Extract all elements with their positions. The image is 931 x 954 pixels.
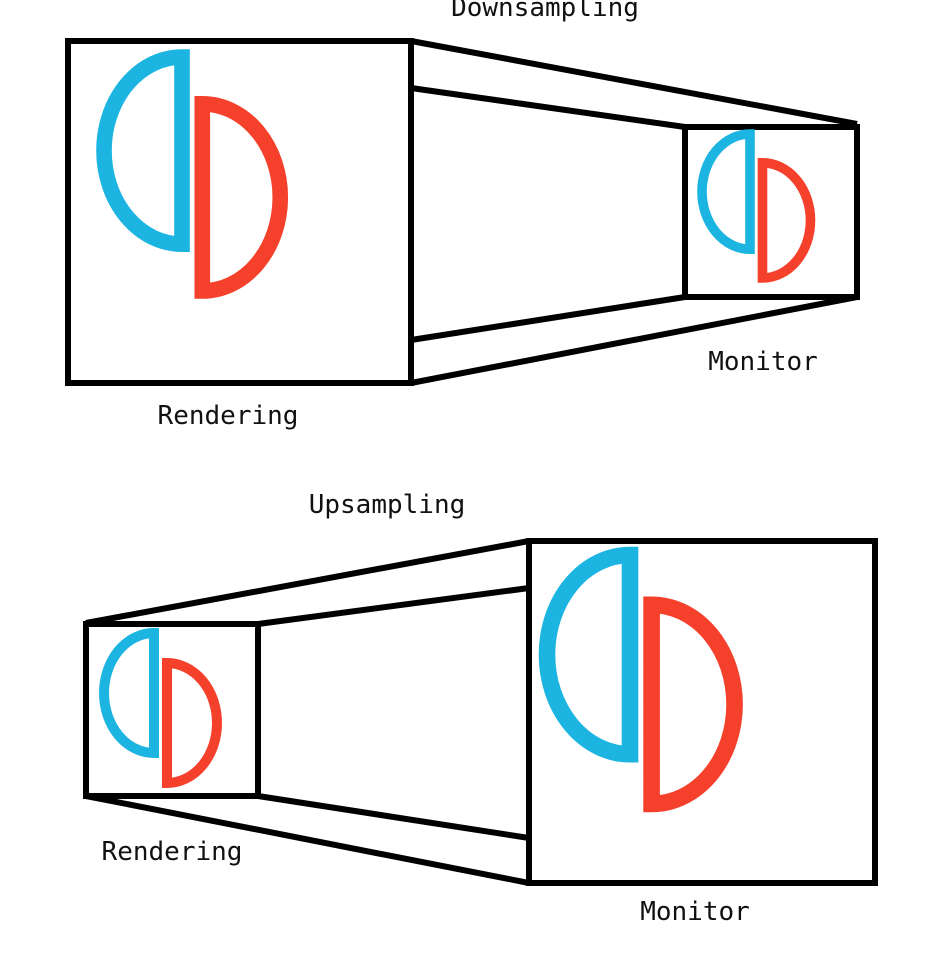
upsampling-monitor-label: Monitor [640,897,750,927]
downsampling-connector-lines [410,38,858,386]
upsampling-title: Upsampling [309,490,466,520]
monitor-box-large [526,538,878,886]
upsampling-panel: Upsampling Rendering Monitor [83,490,878,927]
upsampling-connector-lines [85,538,530,886]
downsampling-monitor-label: Monitor [708,347,818,377]
downsampling-panel: Downsampling Monitor Rendering [65,0,860,431]
upsampling-rendering-label: Rendering [102,837,243,867]
downsampling-rendering-label: Rendering [158,401,299,431]
downsampling-title: Downsampling [451,0,639,23]
